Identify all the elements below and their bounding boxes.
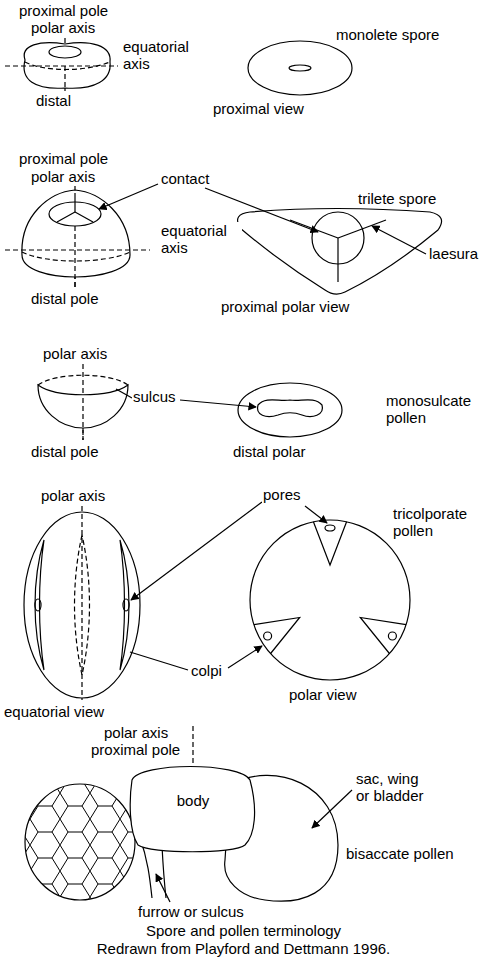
sulcus-outline bbox=[258, 400, 323, 417]
part-label: proximal view bbox=[212, 100, 305, 117]
colpus bbox=[313, 522, 346, 565]
part-label: polar axis bbox=[30, 19, 96, 36]
part-label: trilete spore bbox=[357, 190, 437, 207]
equator-line bbox=[22, 252, 130, 261]
part-label: Redrawn from Playford and Dettmann 1996. bbox=[0, 940, 485, 957]
part-label: colpi bbox=[190, 662, 223, 679]
trilete-spore-outline bbox=[238, 209, 442, 295]
part-label: furrow or sulcus bbox=[137, 903, 245, 920]
colpus bbox=[254, 618, 300, 654]
equatorial-axis-line bbox=[5, 249, 150, 250]
monolete-spore-outline bbox=[248, 41, 352, 95]
laesura-mark bbox=[289, 65, 311, 71]
laesura-line bbox=[290, 220, 338, 238]
colpus bbox=[360, 618, 406, 654]
polar-axis-line bbox=[74, 226, 75, 288]
part-label: proximal pole bbox=[90, 741, 181, 758]
part-label: monosulcate pollen bbox=[385, 392, 479, 426]
leader-line bbox=[305, 506, 327, 523]
part-label: polar axis bbox=[42, 345, 108, 362]
part-label: polar axis bbox=[40, 487, 106, 504]
part-label: contact bbox=[160, 170, 210, 187]
tricolporate-polar-outline bbox=[250, 520, 410, 680]
leader-line bbox=[131, 502, 262, 600]
leader-line bbox=[99, 184, 158, 209]
pore bbox=[388, 632, 396, 640]
laesura-line bbox=[337, 238, 338, 282]
leader-line bbox=[228, 646, 262, 668]
pore bbox=[325, 525, 335, 531]
body-label: body bbox=[128, 762, 258, 809]
colpus bbox=[120, 540, 129, 670]
laesura-mark bbox=[49, 46, 81, 58]
colpus-back bbox=[75, 535, 90, 675]
part-label: distal polar bbox=[232, 443, 307, 460]
polar-axis-line bbox=[64, 66, 65, 90]
part-label: distal pole bbox=[30, 290, 100, 307]
colpus bbox=[35, 540, 44, 670]
part-label: polar axis bbox=[103, 724, 169, 741]
part-label: distal pole bbox=[30, 443, 100, 460]
part-label: proximal pole bbox=[18, 150, 109, 167]
part-label: tricolporate pollen bbox=[392, 505, 482, 539]
leader-line bbox=[312, 790, 352, 828]
saccus-reticulate bbox=[25, 784, 135, 900]
part-label: bisaccate pollen bbox=[345, 845, 455, 862]
polar-axis-line bbox=[82, 398, 83, 440]
part-label: equatorial axis bbox=[122, 38, 204, 72]
part-label: proximal polar view bbox=[220, 298, 350, 315]
part-label: equatorial axis bbox=[160, 222, 242, 256]
part-label: polar view bbox=[288, 686, 358, 703]
part-label: sulcus bbox=[132, 388, 177, 405]
part-label: pores bbox=[262, 486, 302, 503]
part-label: laesura bbox=[428, 245, 479, 262]
body-shape bbox=[130, 767, 254, 852]
laesura-line bbox=[57, 212, 75, 222]
caption: Spore and pollen terminology bbox=[0, 922, 485, 939]
leader-line bbox=[116, 389, 132, 398]
pore bbox=[123, 599, 129, 611]
leader-line bbox=[372, 226, 426, 254]
pollen-body: body bbox=[128, 762, 258, 854]
part-label: monolete spore bbox=[335, 26, 440, 43]
part-label: proximal pole bbox=[18, 2, 109, 19]
pore bbox=[35, 599, 41, 611]
part-label: sac, wing or bladder bbox=[355, 770, 435, 804]
polar-axis-line bbox=[192, 726, 193, 764]
part-label: polar axis bbox=[30, 168, 96, 185]
monosulcate-pollen-outline bbox=[238, 383, 342, 437]
laesura-line bbox=[74, 193, 75, 212]
leader-line bbox=[130, 652, 188, 670]
laesura-line bbox=[75, 212, 93, 222]
leader-line bbox=[180, 400, 256, 407]
part-label: equatorial view bbox=[3, 703, 105, 720]
sulcus-rim bbox=[38, 375, 128, 385]
pore bbox=[264, 632, 272, 640]
leader-line bbox=[156, 874, 170, 902]
part-label: distal bbox=[35, 92, 72, 109]
equatorial-axis-line bbox=[5, 65, 118, 66]
